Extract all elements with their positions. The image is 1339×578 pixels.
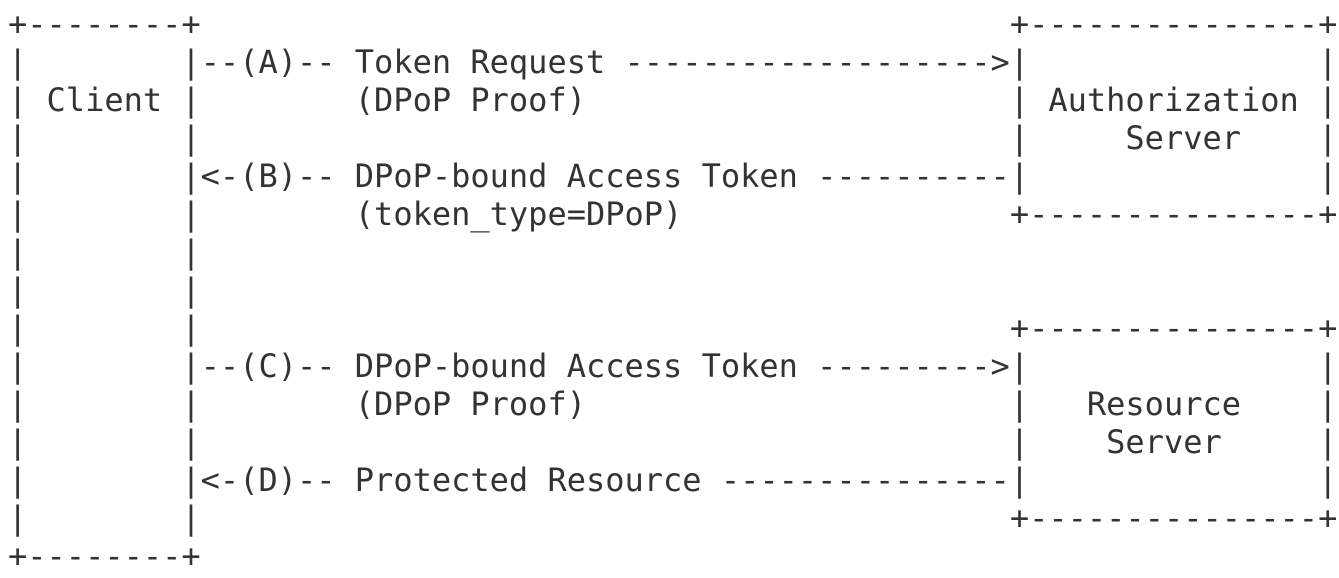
dpop-flow-ascii-art: +--------+ +---------------+ | |--(A)-- … bbox=[8, 5, 1338, 575]
